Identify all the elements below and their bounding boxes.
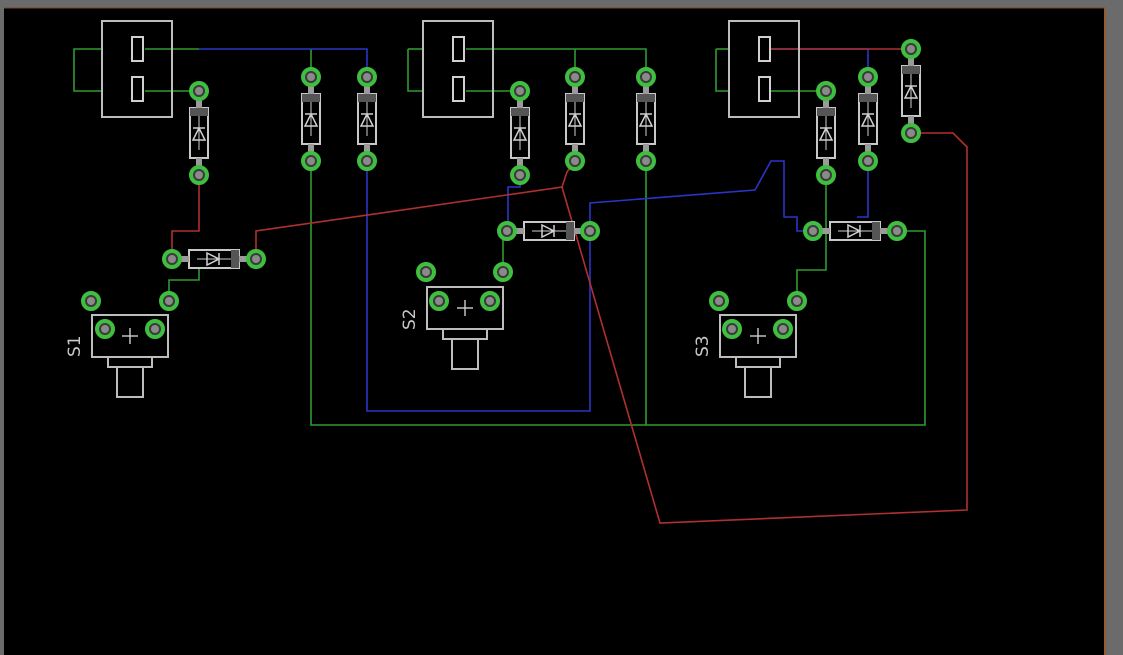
diode-d4[interactable] [511, 100, 529, 166]
diode-d5[interactable] [566, 86, 584, 152]
diode-d11[interactable] [516, 222, 582, 240]
diode-d12[interactable] [822, 222, 888, 240]
label-s2: S2 [400, 308, 420, 330]
diode-d6[interactable] [637, 86, 655, 152]
diode-d8[interactable] [859, 86, 877, 152]
label-s1: S1 [65, 335, 85, 357]
diode-d9[interactable] [902, 58, 920, 124]
diode-d10[interactable] [181, 250, 247, 268]
board-background [4, 8, 1106, 655]
diode-d1[interactable] [190, 100, 208, 166]
diode-d7[interactable] [817, 100, 835, 166]
label-s3: S3 [693, 335, 713, 357]
diode-d2[interactable] [302, 86, 320, 152]
diode-d3[interactable] [358, 86, 376, 152]
